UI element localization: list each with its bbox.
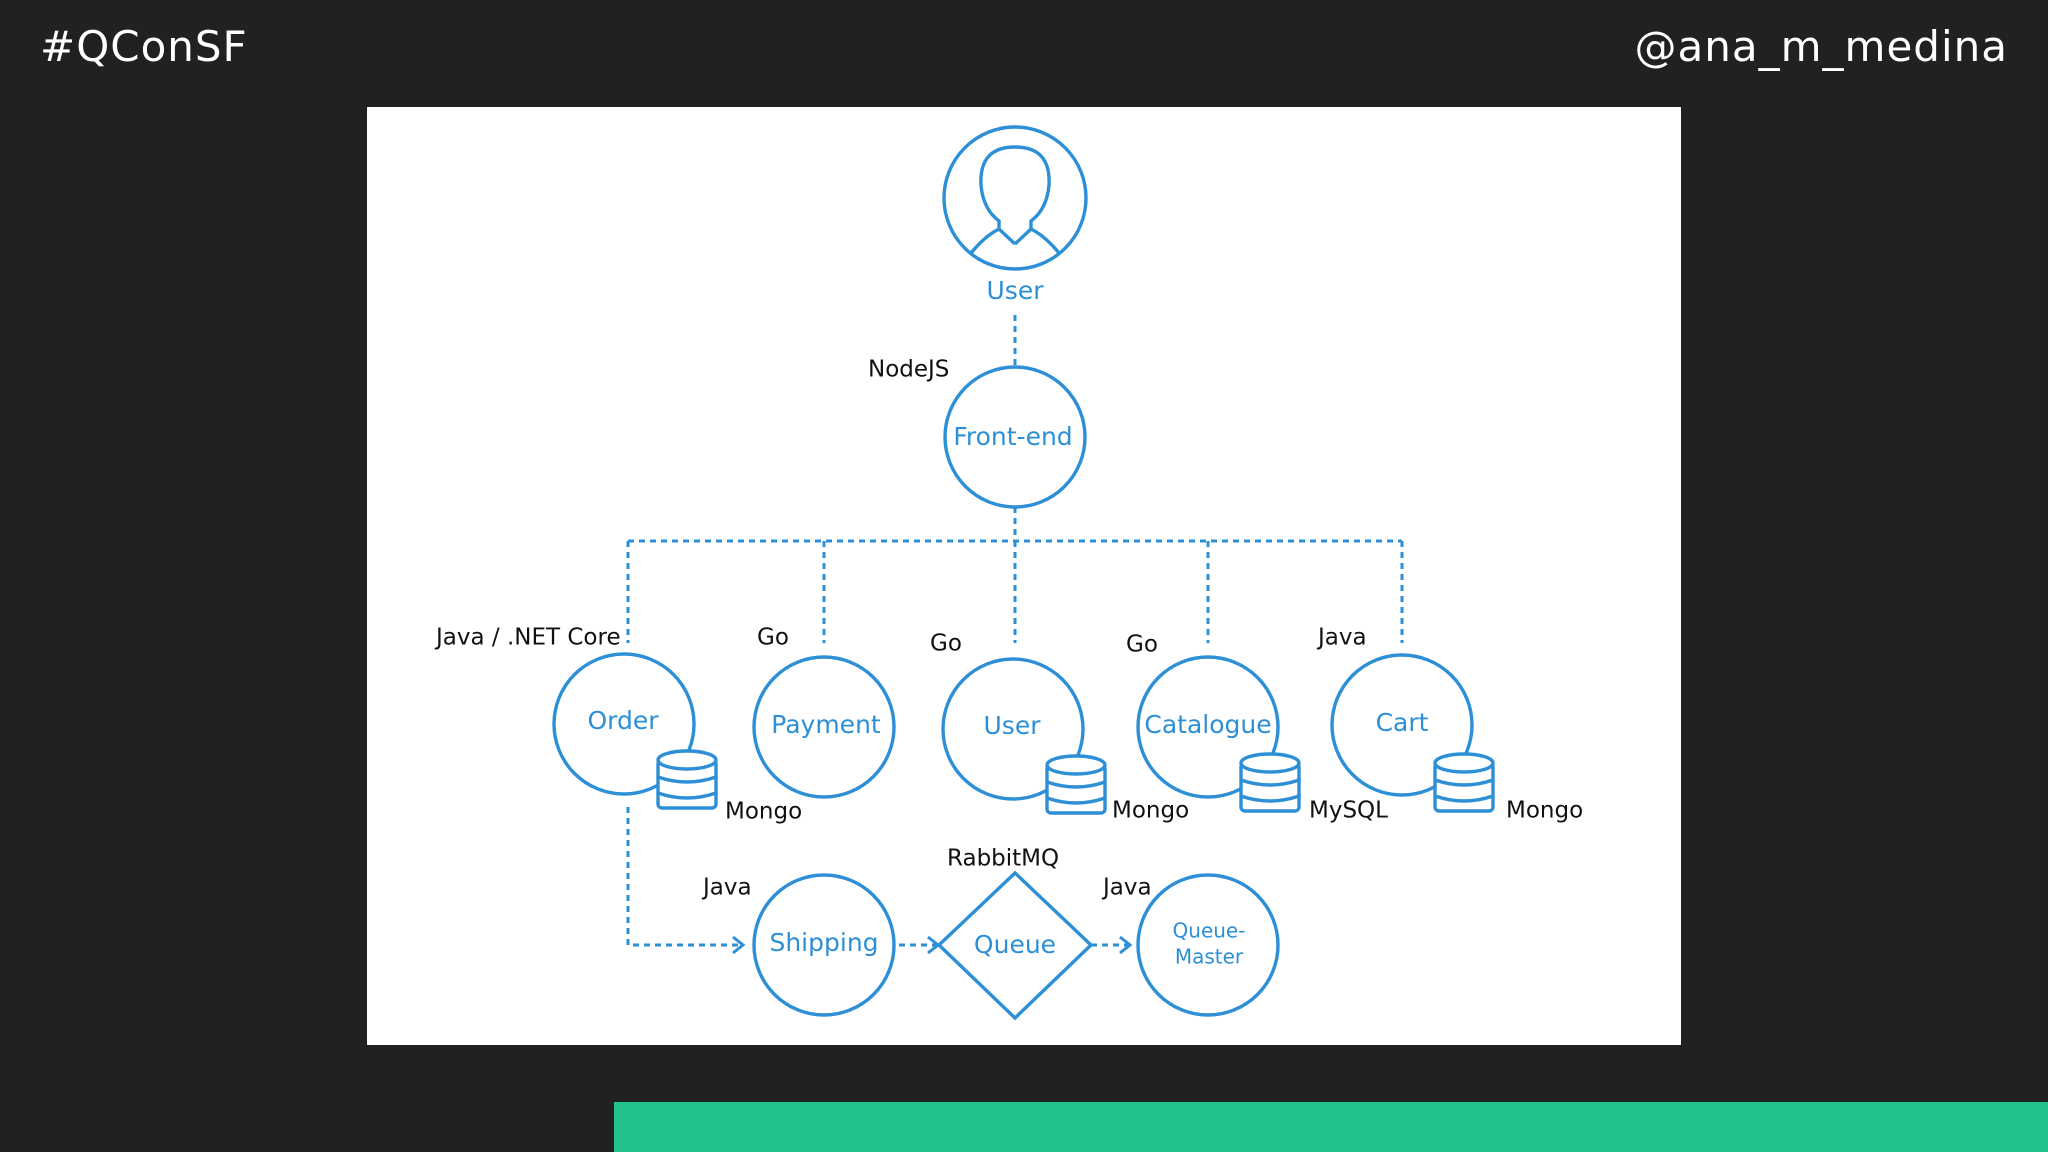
order-db: Mongo	[725, 799, 802, 825]
frontend-tech: NodeJS	[868, 357, 949, 383]
user-service-node: User Go Mongo	[930, 631, 1189, 824]
queue-master-label-line1: Queue-	[1173, 919, 1246, 943]
payment-label: Payment	[771, 710, 881, 739]
user-service-label: User	[984, 711, 1042, 740]
catalogue-tech: Go	[1126, 632, 1158, 658]
queue-label: Queue	[974, 930, 1056, 959]
user-label: User	[987, 276, 1045, 305]
queue-master-tech: Java	[1101, 875, 1152, 901]
payment-node: Payment Go	[752, 625, 896, 799]
queue-tech: RabbitMQ	[947, 846, 1059, 872]
user-node: User	[942, 125, 1088, 305]
database-icon	[1239, 752, 1301, 813]
cart-label: Cart	[1376, 708, 1429, 737]
connector-order-shipping	[626, 807, 742, 947]
order-tech: Java / .NET Core	[434, 625, 621, 651]
cart-db: Mongo	[1506, 798, 1583, 824]
order-label: Order	[587, 706, 659, 735]
database-icon	[656, 749, 718, 810]
accent-bar	[614, 1102, 2048, 1152]
frontend-label: Front-end	[953, 422, 1072, 451]
architecture-diagram: User Front-end NodeJS Order Java / .NET …	[367, 107, 1681, 1045]
cart-node: Cart Java Mongo	[1316, 625, 1583, 824]
queue-master-node: Queue- Master Java	[1101, 873, 1280, 1017]
queue-node: Queue RabbitMQ	[936, 846, 1094, 1021]
conference-hashtag: #QConSF	[40, 22, 248, 71]
order-node: Order Java / .NET Core Mongo	[434, 625, 802, 825]
shipping-label: Shipping	[769, 928, 878, 957]
catalogue-db: MySQL	[1309, 798, 1388, 824]
user-service-db: Mongo	[1112, 798, 1189, 824]
shipping-tech: Java	[701, 875, 752, 901]
arrow-to-queue-master	[1119, 935, 1133, 955]
database-icon	[1433, 752, 1495, 813]
database-icon	[1045, 754, 1107, 815]
catalogue-node: Catalogue Go MySQL	[1126, 632, 1388, 824]
shipping-node: Shipping Java	[701, 873, 896, 1017]
user-service-tech: Go	[930, 631, 962, 657]
cart-tech: Java	[1316, 625, 1367, 651]
frontend-node: Front-end NodeJS	[868, 357, 1087, 509]
catalogue-label: Catalogue	[1144, 710, 1271, 739]
arrow-to-shipping	[732, 935, 746, 955]
person-icon	[969, 145, 1061, 255]
queue-master-label-line2: Master	[1175, 945, 1244, 969]
payment-tech: Go	[757, 625, 789, 651]
speaker-handle: @ana_m_medina	[1634, 22, 2008, 71]
